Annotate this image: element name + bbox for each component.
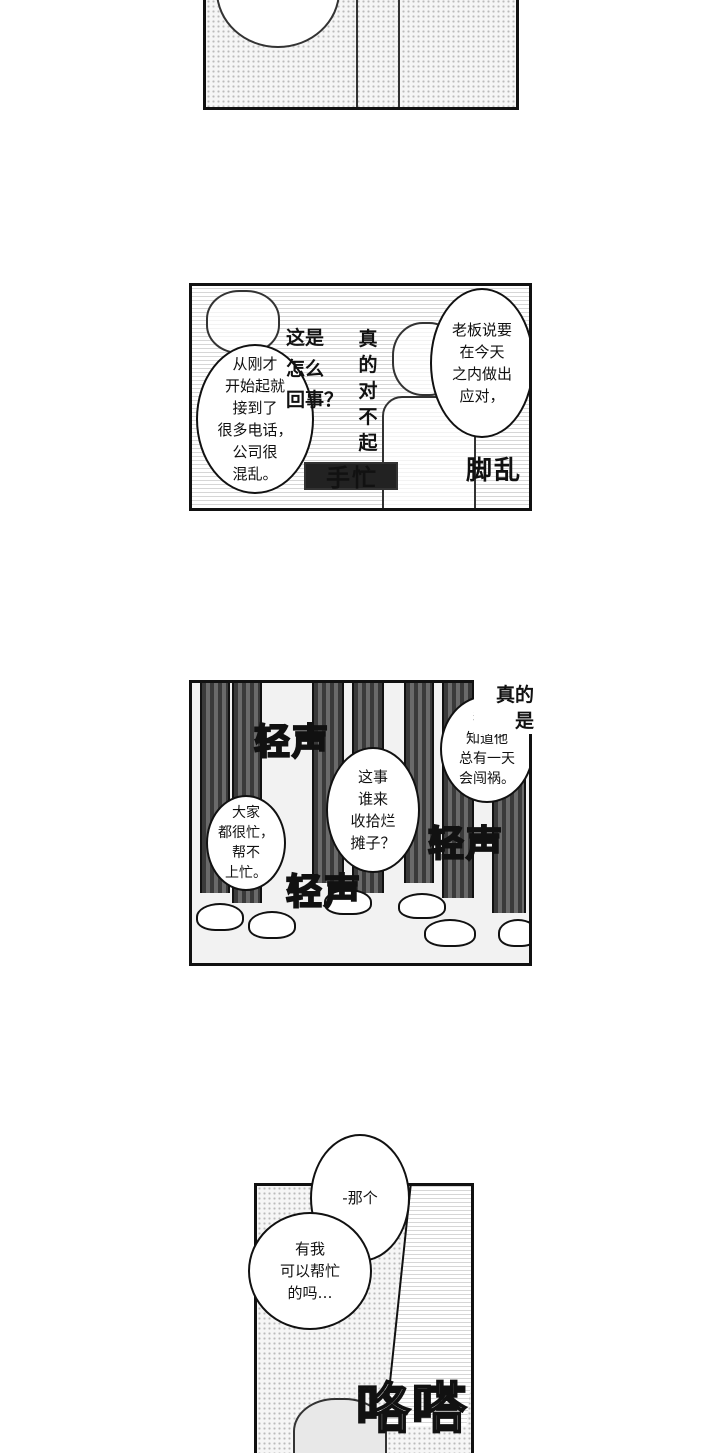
sfx-whisper: 轻声 — [285, 871, 363, 914]
phone-desk — [304, 462, 398, 490]
shoe — [324, 889, 372, 915]
speech-bubble-boss: 老板说要 在今天 之内做出 应对， — [430, 288, 529, 438]
shoe — [248, 911, 296, 939]
sfx-busy: 手忙 — [326, 464, 378, 492]
speech-text: 老板说要 在今天 之内做出 应对， — [451, 321, 512, 405]
figure-arm — [356, 0, 400, 107]
sfx-chaos: 脚乱 — [466, 456, 523, 486]
speech-text: 从刚才 开始起就 接到了 很多电话， 公司很 混乱。 — [217, 355, 293, 483]
speech-text: 这事 谁来 收拾烂 摊子？ — [350, 768, 396, 852]
shoe — [424, 919, 476, 947]
speech-bubble-can-i-help: 有我 可以帮忙 的吗… — [248, 1212, 372, 1330]
character-left — [206, 290, 280, 354]
panel-1 — [203, 0, 519, 110]
sfx-whisper: 轻声 — [427, 823, 505, 866]
figure-head-outline — [216, 0, 340, 48]
shoe — [398, 893, 446, 919]
shoe — [498, 919, 529, 947]
speech-aside: 真的 是 — [474, 656, 534, 734]
sfx-tap: 咯嗒 — [355, 1376, 468, 1441]
speech-bubble-phone-calls: 从刚才 开始起就 接到了 很多电话， 公司很 混乱。 — [196, 344, 314, 494]
speech-text: -那个 — [342, 1189, 378, 1207]
speech-bubble-who-cleans: 这事 谁来 收拾烂 摊子？ — [326, 747, 420, 873]
sfx-whisper: 轻声 — [253, 721, 331, 764]
speech-text: 有我 可以帮忙 的吗… — [279, 1240, 340, 1302]
speech-question: 这是 怎么 回事？ — [286, 327, 344, 411]
panel-2: 从刚才 开始起就 接到了 很多电话， 公司很 混乱。 这是 怎么 回事？ 真 的… — [189, 283, 532, 511]
speech-bubble-everyone-busy: 大家 都很忙， 帮不 上忙。 — [206, 795, 286, 891]
speech-text: 大家 都很忙， 帮不 上忙。 — [218, 805, 274, 881]
speech-apology: 真 的 对 不 起 — [358, 328, 378, 454]
shoe — [196, 903, 244, 931]
